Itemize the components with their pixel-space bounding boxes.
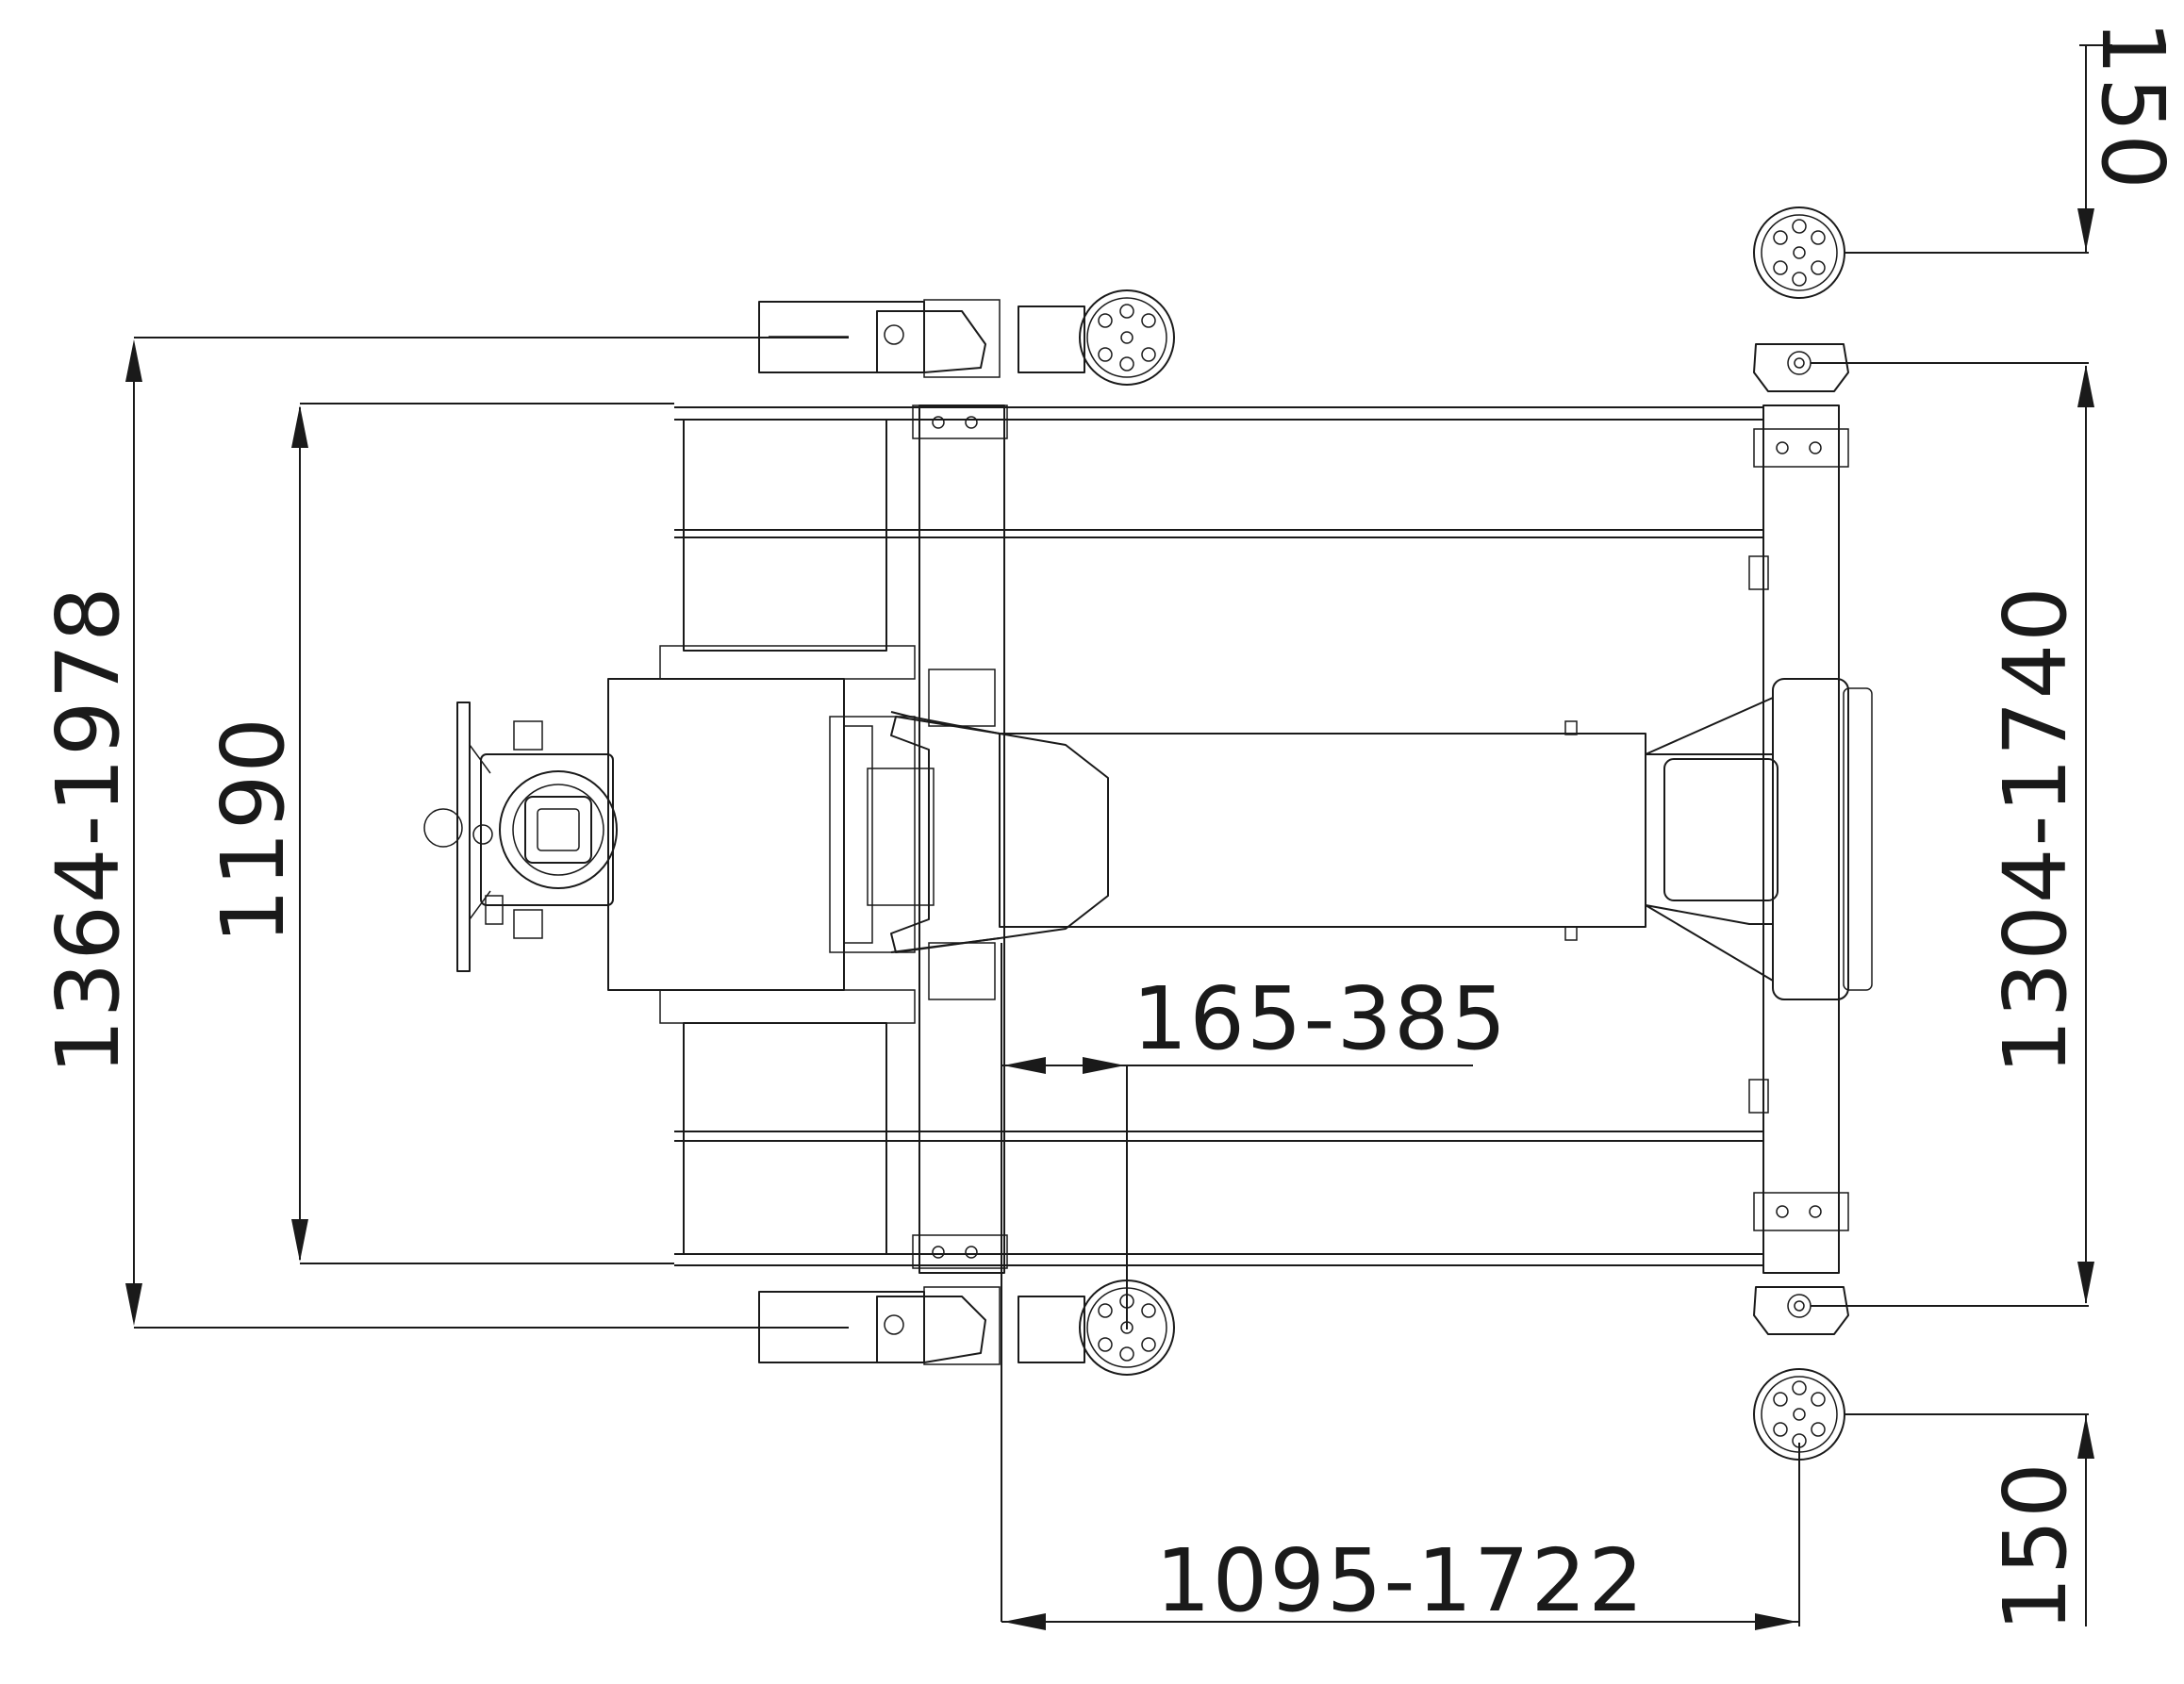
dimension-top-offset: [1844, 44, 2112, 254]
dimension-inner-width: [291, 403, 674, 1264]
dimension-bottom-offset: [1844, 1413, 2094, 1626]
dimension-wheelbase: [1001, 1443, 1800, 1630]
label-rear-width: 1304-1740: [1985, 585, 2086, 1074]
label-top-offset: 150: [2082, 20, 2183, 191]
label-inner-width: 1190: [203, 716, 304, 944]
label-lift-width: 1364-1978: [38, 585, 139, 1074]
label-bottom-offset: 150: [1985, 1461, 2086, 1632]
label-wheelbase: 1095-1722: [1155, 1530, 1645, 1631]
label-arm-offset: 165-385: [1133, 968, 1508, 1069]
lift-frame: [423, 404, 1873, 1274]
rear-wheel-bottom: [1753, 1286, 1849, 1461]
dimension-arm-offset: [1001, 943, 1473, 1622]
dimension-rear-width: [1811, 362, 2094, 1307]
dimension-lift-width: [125, 337, 849, 1329]
